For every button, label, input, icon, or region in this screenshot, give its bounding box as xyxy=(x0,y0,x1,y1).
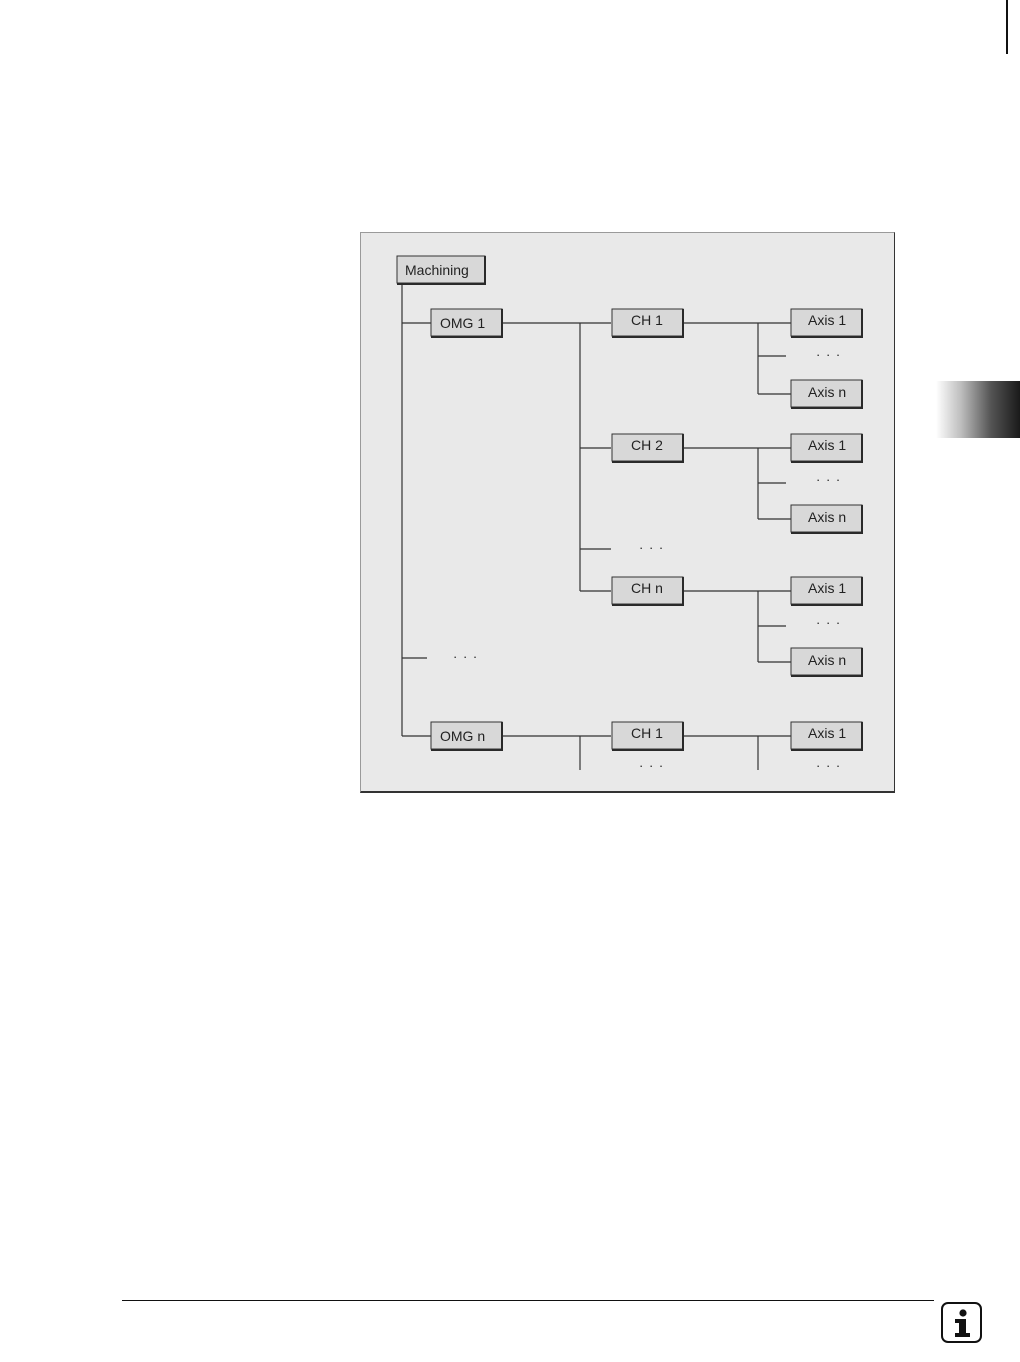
node-axis-n: Axis n xyxy=(791,505,862,533)
node-omg-1: OMG 1 xyxy=(431,309,502,337)
node-label: Axis n xyxy=(808,384,846,400)
node-axis-1: Axis 1 xyxy=(791,309,862,337)
node-label: Axis n xyxy=(808,509,846,525)
node-label: Machining xyxy=(405,262,469,278)
node-ch-1: CH 1 xyxy=(612,722,683,750)
hierarchy-diagram: .ln { stroke: #333; stroke-width: 1.2; f… xyxy=(360,232,895,793)
diagram-canvas: .ln { stroke: #333; stroke-width: 1.2; f… xyxy=(361,233,896,794)
node-label: CH 1 xyxy=(631,312,663,328)
ellipsis: · · · xyxy=(816,347,841,362)
node-axis-n: Axis n xyxy=(791,380,862,408)
node-label: CH 2 xyxy=(631,437,663,453)
node-label: CH 1 xyxy=(631,725,663,741)
node-axis-1: Axis 1 xyxy=(791,577,862,605)
node-axis-n: Axis n xyxy=(791,648,862,676)
node-label: Axis 1 xyxy=(808,437,846,453)
info-icon xyxy=(941,1302,982,1343)
node-axis-1: Axis 1 xyxy=(791,722,862,750)
ellipsis: · · · xyxy=(453,649,478,664)
footer-rule xyxy=(122,1300,934,1301)
node-axis-1: Axis 1 xyxy=(791,434,862,462)
ellipsis: · · · xyxy=(639,540,664,555)
ellipsis: · · · xyxy=(816,472,841,487)
header-rule xyxy=(1006,0,1008,54)
node-machining: Machining xyxy=(397,256,485,284)
ellipsis: · · · xyxy=(816,615,841,630)
node-label: OMG 1 xyxy=(440,315,485,331)
node-label: Axis 1 xyxy=(808,580,846,596)
node-ch-2: CH 2 xyxy=(612,434,683,462)
node-label: OMG n xyxy=(440,728,485,744)
ellipsis: · · · xyxy=(816,758,841,773)
node-ch-1: CH 1 xyxy=(612,309,683,337)
ellipsis: · · · xyxy=(639,758,664,773)
node-ch-n: CH n xyxy=(612,577,683,605)
node-omg-n: OMG n xyxy=(431,722,502,750)
node-label: Axis 1 xyxy=(808,312,846,328)
node-label: Axis n xyxy=(808,652,846,668)
connector-lines xyxy=(402,284,791,770)
chapter-tab xyxy=(936,381,1020,438)
node-label: CH n xyxy=(631,580,663,596)
node-label: Axis 1 xyxy=(808,725,846,741)
